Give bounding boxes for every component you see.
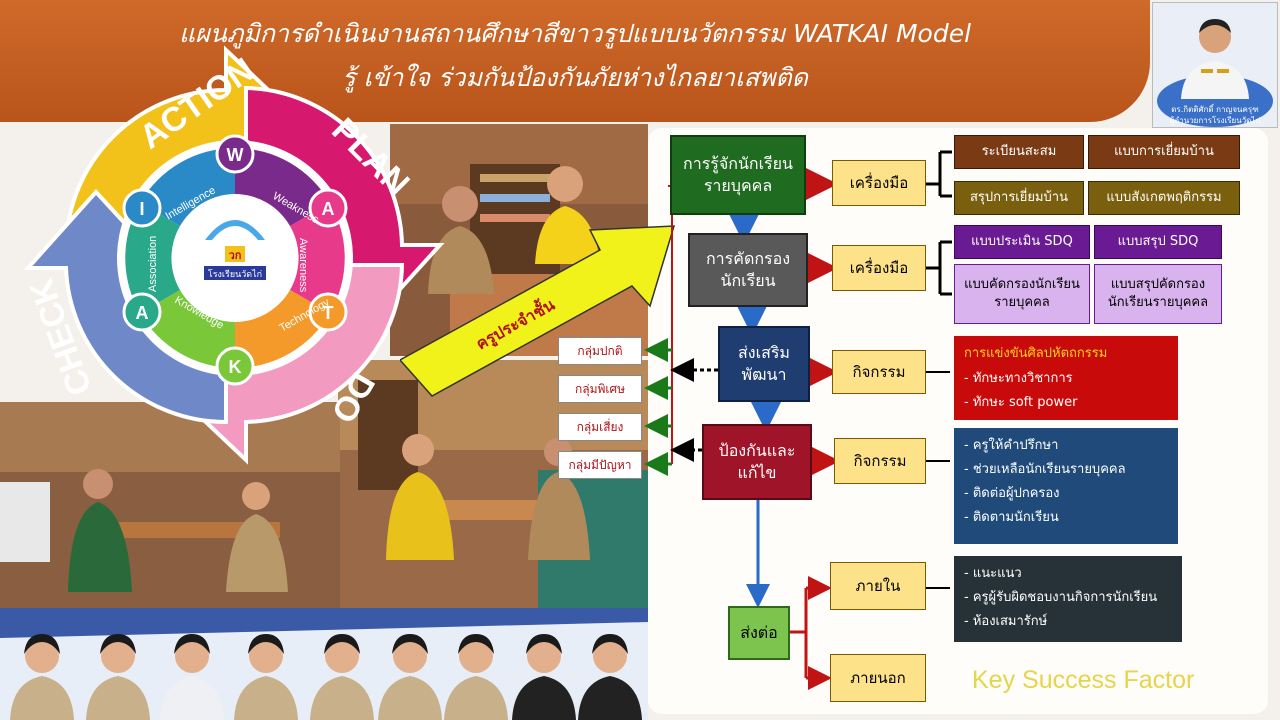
activity-box-2-label: กิจกรรม	[853, 451, 907, 470]
step-prevent: ป้องกันและแก้ไข	[702, 424, 812, 500]
prevent-activities-panel: - ครูให้คำปรึกษา - ช่วยเหลือนักเรียนรายบ…	[954, 428, 1178, 544]
letter-k: K	[229, 357, 242, 377]
tool-behavior-observation: แบบสังเกตพฤติกรรม	[1088, 181, 1240, 215]
group-problem: กลุ่มมีปัญหา	[558, 451, 642, 479]
school-logo: วก โรงเรียนวัดไก่	[204, 220, 266, 280]
teacher-portrait	[234, 634, 298, 720]
internal-item-1: - แนะแนว	[964, 566, 1022, 581]
classroom-photo-left	[0, 402, 340, 608]
director-portrait: ดร.กิตติศักดิ์ กาญจนครุฑ ผู้อำนวยการโรงเ…	[1152, 2, 1278, 128]
tool-screening-form-label: แบบคัดกรองนักเรียนรายบุคคล	[964, 277, 1080, 310]
group-normal: กลุ่มปกติ	[558, 337, 642, 365]
promote-item-1: - ทักษะทางวิชาการ	[964, 370, 1073, 386]
promote-heading: การแข่งขันศิลปหัตถกรรม	[964, 346, 1108, 361]
internal-box: ภายใน	[830, 562, 926, 610]
tool-home-visit-form: แบบการเยี่ยมบ้าน	[1088, 135, 1240, 169]
tool-cumulative-record-label: ระเบียนสะสม	[981, 144, 1057, 160]
letter-a-2: A	[136, 303, 149, 323]
teacher-portrait	[578, 634, 642, 720]
tool-screening-summary-label: แบบสรุปคัดกรองนักเรียนรายบุคคล	[1107, 277, 1209, 310]
activity-box-1: กิจกรรม	[832, 350, 926, 394]
homeroom-teacher-banner: ครูประจำชั้น	[398, 210, 680, 410]
watkai-cycle-diagram: ACTION PLAN DO CHECK W A T K A I Weaknes…	[0, 40, 460, 470]
teacher-portrait	[160, 634, 224, 720]
external-box-label: ภายนอก	[850, 668, 906, 687]
teacher-portrait	[10, 634, 74, 720]
tools-box-2-label: เครื่องมือ	[849, 258, 909, 277]
prevent-item-3: - ติดต่อผู้ปกครอง	[964, 486, 1060, 502]
teachers-photo-strip	[0, 608, 648, 720]
letter-t: T	[323, 303, 334, 323]
director-caption-role: ผู้อำนวยการโรงเรียนวัดไก่	[1169, 116, 1261, 125]
promote-item-2: - ทักษะ soft power	[964, 395, 1078, 411]
prevent-item-2: - ช่วยเหลือนักเรียนรายบุคคล	[964, 462, 1126, 478]
teacher-portrait	[86, 634, 150, 720]
page-title: แผนภูมิการดำเนินงานสถานศึกษาสีขาวรูปแบบน…	[178, 19, 972, 48]
page-subtitle: รู้ เข้าใจ ร่วมกันป้องกันภัยห่างไกลยาเสพ…	[342, 63, 808, 92]
logo-letters: วก	[229, 249, 242, 262]
group-normal-label: กลุ่มปกติ	[577, 343, 623, 358]
tool-screening-summary: แบบสรุปคัดกรองนักเรียนรายบุคคล	[1094, 264, 1222, 324]
tools-box-1-label: เครื่องมือ	[849, 173, 909, 192]
logo-name: โรงเรียนวัดไก่	[208, 269, 262, 280]
word-association: Association	[147, 236, 159, 292]
tool-home-visit-summary-label: สรุปการเยี่ยมบ้าน	[969, 190, 1068, 206]
step-promote-label: ส่งเสริมพัฒนา	[738, 343, 790, 384]
tool-cumulative-record: ระเบียนสะสม	[954, 135, 1084, 169]
prevent-item-4: - ติดตามนักเรียน	[964, 510, 1059, 526]
teacher-portrait	[444, 634, 508, 720]
group-at-risk: กลุ่มเสี่ยง	[558, 413, 642, 441]
internal-referral-panel: - แนะแนว - ครูผู้รับผิดชอบงานกิจการนักเร…	[954, 556, 1182, 642]
teacher-portrait	[512, 634, 576, 720]
internal-item-3: - ห้องเสมารักษ์	[964, 614, 1048, 630]
step-refer: ส่งต่อ	[728, 606, 790, 660]
activity-box-1-label: กิจกรรม	[852, 362, 906, 381]
word-awareness: Awareness	[297, 238, 309, 293]
step-refer-label: ส่งต่อ	[740, 623, 778, 643]
tool-sdq-assessment-label: แบบประเมิน SDQ	[971, 234, 1073, 250]
external-box: ภายนอก	[830, 654, 926, 702]
teacher-portrait	[310, 634, 374, 720]
tool-behavior-observation-label: แบบสังเกตพฤติกรรม	[1106, 190, 1222, 206]
tool-sdq-assessment: แบบประเมิน SDQ	[954, 225, 1090, 259]
promote-activities-panel: การแข่งขันศิลปหัตถกรรม - ทักษะทางวิชาการ…	[954, 336, 1178, 420]
step-promote: ส่งเสริมพัฒนา	[718, 326, 810, 402]
step-know-students: การรู้จักนักเรียนรายบุคคล	[670, 135, 806, 215]
director-caption-name: ดร.กิตติศักดิ์ กาญจนครุฑ	[1171, 105, 1259, 114]
step-know-students-label: การรู้จักนักเรียนรายบุคคล	[683, 154, 793, 195]
step-prevent-label: ป้องกันและแก้ไข	[718, 441, 796, 482]
group-problem-label: กลุ่มมีปัญหา	[568, 457, 632, 472]
tool-sdq-summary-label: แบบสรุป SDQ	[1117, 234, 1199, 250]
tools-box-2: เครื่องมือ	[832, 245, 926, 291]
group-special: กลุ่มพิเศษ	[558, 375, 642, 403]
director-photo	[1153, 3, 1277, 127]
prevent-item-1: - ครูให้คำปรึกษา	[964, 438, 1059, 453]
tool-sdq-summary: แบบสรุป SDQ	[1094, 225, 1222, 259]
group-special-label: กลุ่มพิเศษ	[574, 381, 626, 396]
teacher-portrait	[378, 634, 442, 720]
activity-box-2: กิจกรรม	[834, 438, 926, 484]
step-screening: การคัดกรองนักเรียน	[688, 233, 808, 307]
letter-w: W	[227, 145, 244, 165]
letter-i: I	[139, 199, 144, 219]
letter-a-1: A	[322, 199, 335, 219]
key-success-factor: Key Success Factor	[972, 666, 1195, 694]
internal-box-label: ภายใน	[855, 576, 901, 595]
internal-item-2: - ครูผู้รับผิดชอบงานกิจการนักเรียน	[964, 590, 1158, 606]
tool-home-visit-summary: สรุปการเยี่ยมบ้าน	[954, 181, 1084, 215]
tool-home-visit-form-label: แบบการเยี่ยมบ้าน	[1114, 144, 1214, 160]
group-at-risk-label: กลุ่มเสี่ยง	[576, 419, 624, 434]
tool-screening-form: แบบคัดกรองนักเรียนรายบุคคล	[954, 264, 1090, 324]
tools-box-1: เครื่องมือ	[832, 160, 926, 206]
step-screening-label: การคัดกรองนักเรียน	[705, 249, 791, 290]
